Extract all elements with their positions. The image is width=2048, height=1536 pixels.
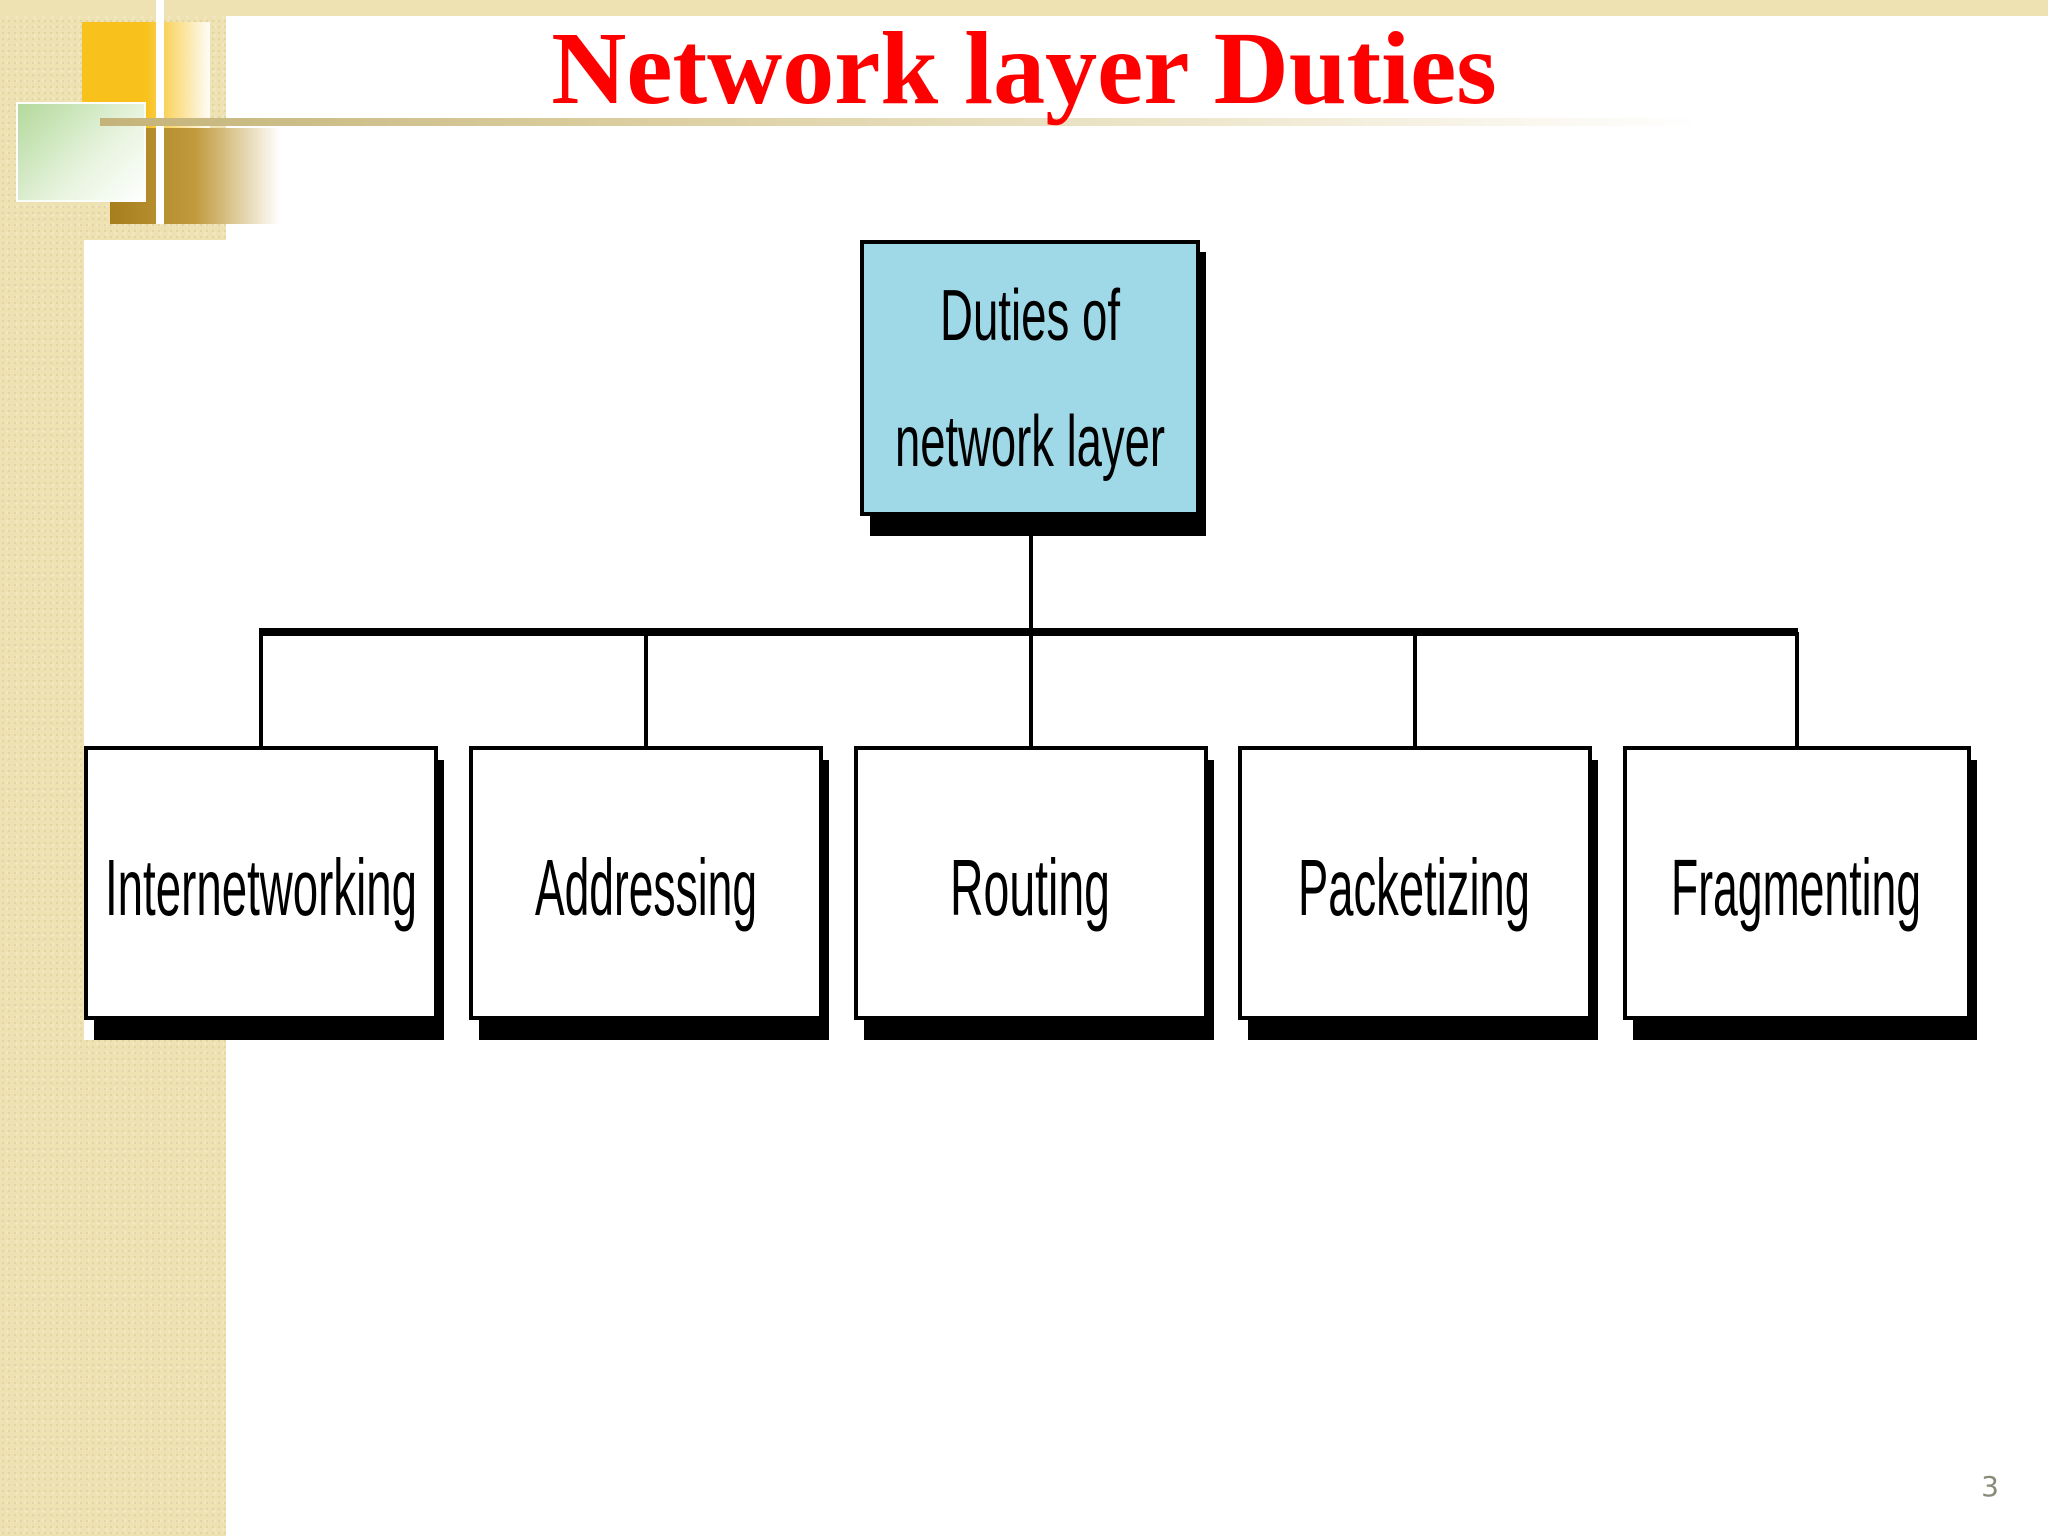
corner-divider-vertical (156, 0, 164, 224)
page-number: 3 (1981, 1470, 1999, 1503)
node-root-box (860, 240, 1200, 516)
node-fragmenting-box (1623, 746, 1971, 1020)
slide-title: Network layer Duties (551, 11, 1497, 126)
node-packetizing: Packetizing (1238, 746, 1598, 1040)
node-root-label-line-2: network layer (895, 402, 1165, 482)
node-internetworking: Internetworking (84, 746, 444, 1040)
connector-lines (259, 530, 1799, 748)
node-fragmenting: Fragmenting (1623, 746, 1977, 1040)
node-routing-box (854, 746, 1208, 1020)
title-underline-rule (100, 118, 1700, 126)
node-routing-label: Routing (950, 843, 1110, 932)
node-root-label-line-1: Duties of (940, 276, 1121, 356)
top-decorative-band (0, 0, 2048, 16)
node-routing: Routing (854, 746, 1214, 1040)
node-internetworking-label: Internetworking (105, 843, 417, 932)
node-packetizing-box (1238, 746, 1592, 1020)
node-packetizing-label: Packetizing (1298, 843, 1530, 932)
node-addressing: Addressing (469, 746, 829, 1040)
node-fragmenting-label: Fragmenting (1671, 843, 1921, 932)
node-addressing-label: Addressing (535, 843, 757, 932)
node-internetworking-box (84, 746, 438, 1020)
node-root: Duties of network layer (860, 240, 1206, 536)
node-addressing-box (469, 746, 823, 1020)
